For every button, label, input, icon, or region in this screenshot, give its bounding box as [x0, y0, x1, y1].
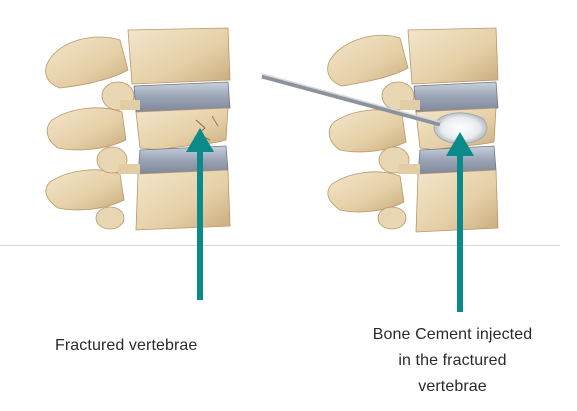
fractured-vertebrae-label: Fractured vertebrae — [55, 337, 325, 355]
right-spine-cement — [262, 28, 498, 312]
bone-cement-label-line-3: vertebrae — [330, 374, 575, 400]
bone-cement-label: Bone Cement injected in the fractured ve… — [330, 322, 575, 400]
bone-cement-label-line-1: Bone Cement injected — [330, 322, 575, 348]
bone-cement-label-line-2: in the fractured — [330, 348, 575, 374]
left-spine-fractured — [46, 28, 230, 300]
